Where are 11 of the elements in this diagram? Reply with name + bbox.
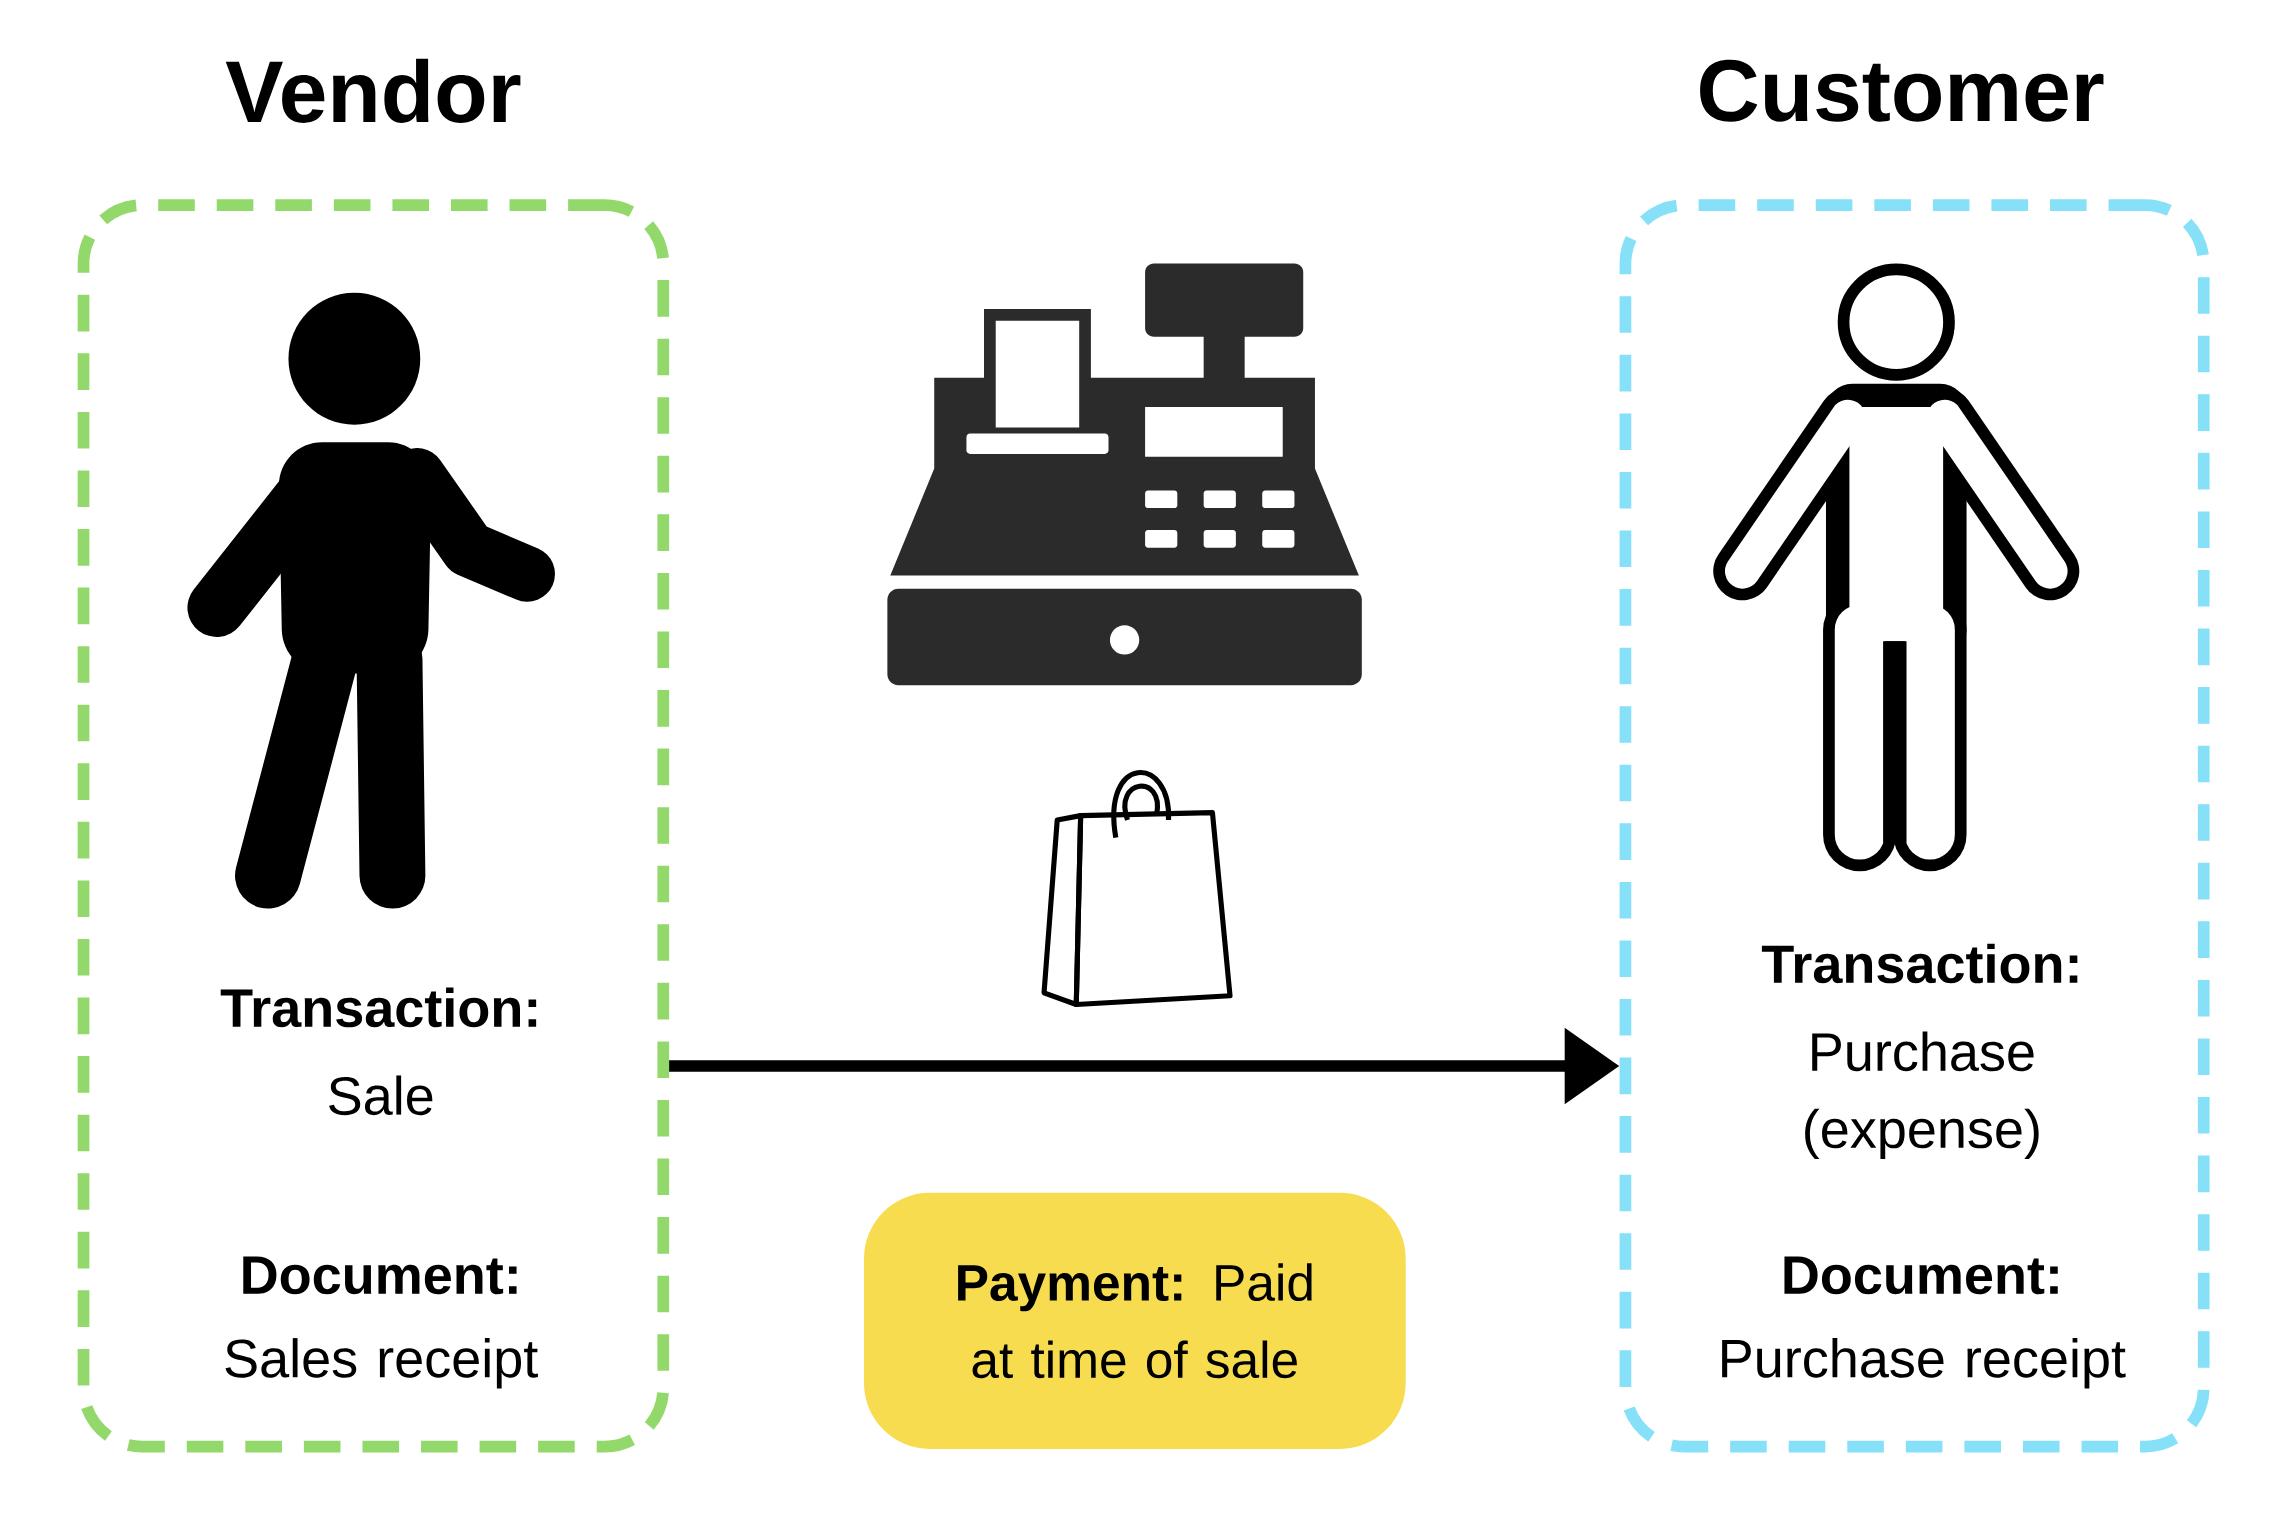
field-label: Document:: [1784, 1256, 2058, 1295]
field-value: Sale: [329, 1075, 433, 1116]
payment-box: Payment: Paid at time of sale: [864, 1192, 1406, 1450]
heading: Customer: [1700, 59, 2104, 122]
heading: Vendor: [225, 58, 521, 124]
field-value: Purchase receipt: [1722, 1338, 2126, 1389]
field-label: Transaction:: [220, 987, 537, 1028]
field-value: Purchase (expense): [1805, 1031, 2039, 1160]
field-label: Transaction:: [1761, 943, 2078, 984]
field-label: Document:: [243, 1256, 517, 1295]
field-value: Sales receipt: [225, 1338, 538, 1389]
